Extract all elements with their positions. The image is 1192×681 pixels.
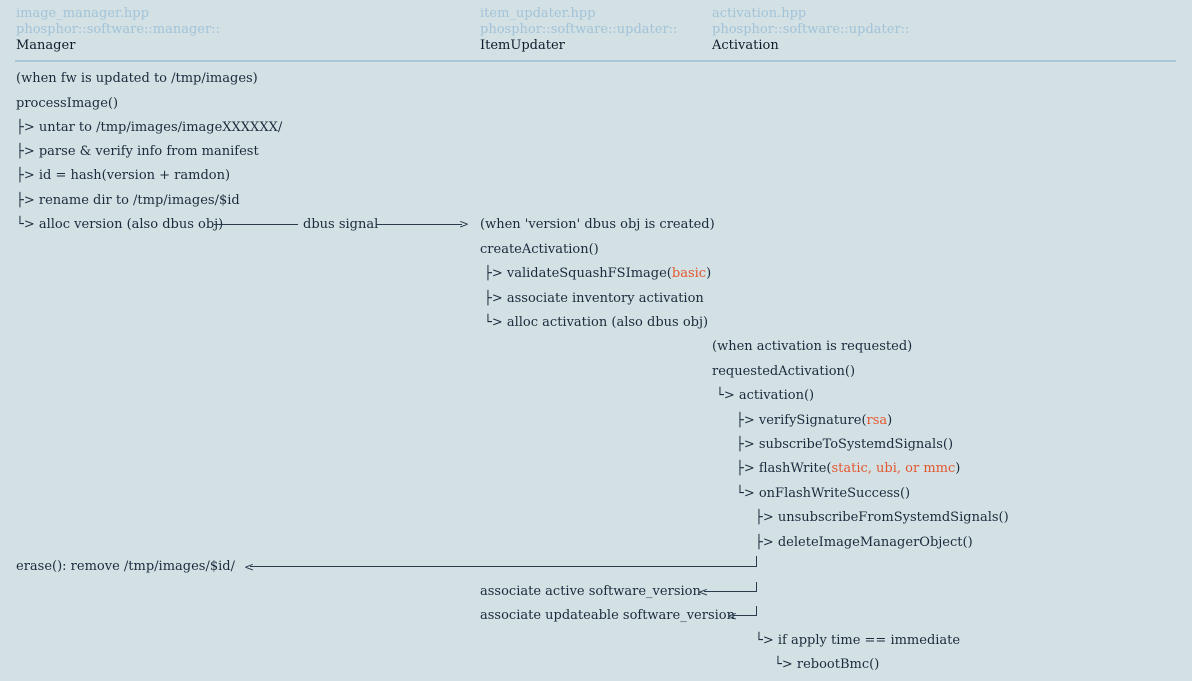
- activation-call-text: activation(): [738, 388, 815, 403]
- itemupdater-namespace: phosphor::software::updater::: [480, 22, 678, 37]
- subscribe-text: subscribeToSystemdSignals(): [758, 437, 954, 452]
- activation-success: └> onFlashWriteSuccess(): [736, 486, 911, 501]
- manager-step-untar: ├> untar to /tmp/images/imageXXXXXX/: [16, 120, 283, 135]
- manager-step-hash: ├> id = hash(version + ramdon): [16, 168, 231, 183]
- assoc-updateable-line-up: [756, 606, 757, 616]
- itemupdater-column-header: item_updater.hpp phosphor::software::upd…: [480, 6, 677, 54]
- assoc-active-line: [704, 591, 756, 592]
- activation-reboot: └> rebootBmc(): [774, 657, 880, 672]
- activation-apply: └> if apply time == immediate: [755, 633, 961, 648]
- step-text: rename dir to /tmp/images/$id: [38, 193, 240, 208]
- manager-step-parse: ├> parse & verify info from manifest: [16, 144, 259, 159]
- assoc-active-line-up: [756, 582, 757, 592]
- itemupdater-class: ItemUpdater: [480, 38, 565, 53]
- itemupdater-validate: ├> validateSquashFSImage(basic): [484, 266, 712, 281]
- activation-class: Activation: [712, 38, 779, 53]
- erase-line-up: [756, 556, 757, 567]
- activation-subscribe: ├> subscribeToSystemdSignals(): [736, 437, 954, 452]
- verify-end: ): [887, 413, 893, 428]
- manager-file: image_manager.hpp: [16, 6, 149, 21]
- erase-line: [250, 566, 756, 567]
- verify-arg: rsa: [866, 413, 888, 428]
- itemupdater-file: item_updater.hpp: [480, 6, 596, 21]
- activation-trigger: (when activation is requested): [712, 339, 913, 354]
- reboot-text: rebootBmc(): [796, 657, 880, 672]
- activation-file: activation.hpp: [712, 6, 807, 21]
- unsubscribe-text: unsubscribeFromSystemdSignals(): [777, 510, 1009, 525]
- itemupdater-assoc-updateable: associate updateable software_version: [480, 608, 735, 623]
- manager-step-alloc: └> alloc version (also dbus obj): [16, 217, 224, 232]
- manager-step-rename: ├> rename dir to /tmp/images/$id: [16, 193, 240, 208]
- assoc-updateable-line: [733, 615, 756, 616]
- assoc-updateable-arrow-head: <: [727, 609, 738, 623]
- itemupdater-alloc: └> alloc activation (also dbus obj): [484, 315, 709, 330]
- activation-function: requestedActivation(): [712, 364, 856, 379]
- step-text: parse & verify info from manifest: [38, 144, 259, 159]
- activation-verify: ├> verifySignature(rsa): [736, 413, 893, 428]
- activation-call: └> activation(): [716, 388, 815, 403]
- step-text: alloc version (also dbus obj): [38, 217, 224, 232]
- header-divider: [15, 60, 1176, 62]
- dbus-signal-label: dbus signal: [303, 217, 379, 232]
- signal-arrow-head: >: [459, 217, 470, 231]
- success-text: onFlashWriteSuccess(): [758, 486, 911, 501]
- manager-erase: erase(): remove /tmp/images/$id/: [16, 559, 235, 574]
- activation-namespace: phosphor::software::updater::: [712, 22, 910, 37]
- step-text: id = hash(version + ramdon): [38, 168, 231, 183]
- activation-unsubscribe: ├> unsubscribeFromSystemdSignals(): [755, 510, 1009, 525]
- signal-line-right: [376, 224, 462, 225]
- activation-flash: ├> flashWrite(static, ubi, or mmc): [736, 461, 961, 476]
- associate-text: associate inventory activation: [506, 291, 704, 306]
- erase-arrow-head: <: [244, 560, 255, 574]
- step-text: untar to /tmp/images/imageXXXXXX/: [38, 120, 283, 135]
- validate-end: ): [706, 266, 712, 281]
- flash-arg: static, ubi, or mmc: [831, 461, 956, 476]
- manager-class: Manager: [16, 38, 76, 53]
- manager-column-header: image_manager.hpp phosphor::software::ma…: [16, 6, 220, 54]
- validate-text: validateSquashFSImage(: [506, 266, 672, 281]
- manager-trigger: (when fw is updated to /tmp/images): [16, 71, 258, 86]
- verify-text: verifySignature(: [758, 413, 867, 428]
- alloc-text: alloc activation (also dbus obj): [506, 315, 709, 330]
- manager-function: processImage(): [16, 96, 119, 111]
- manager-namespace: phosphor::software::manager::: [16, 22, 220, 37]
- itemupdater-function: createActivation(): [480, 242, 599, 257]
- flash-end: ): [955, 461, 961, 476]
- delete-text: deleteImageManagerObject(): [777, 535, 973, 550]
- apply-text: if apply time == immediate: [777, 633, 961, 648]
- itemupdater-assoc-active: associate active software_version: [480, 584, 701, 599]
- assoc-active-arrow-head: <: [698, 585, 709, 599]
- itemupdater-associate: ├> associate inventory activation: [484, 291, 704, 306]
- activation-delete: ├> deleteImageManagerObject(): [755, 535, 973, 550]
- validate-arg: basic: [671, 266, 707, 281]
- signal-line-left: [214, 224, 298, 225]
- itemupdater-trigger: (when 'version' dbus obj is created): [480, 217, 715, 232]
- activation-column-header: activation.hpp phosphor::software::updat…: [712, 6, 909, 54]
- flash-text: flashWrite(: [758, 461, 832, 476]
